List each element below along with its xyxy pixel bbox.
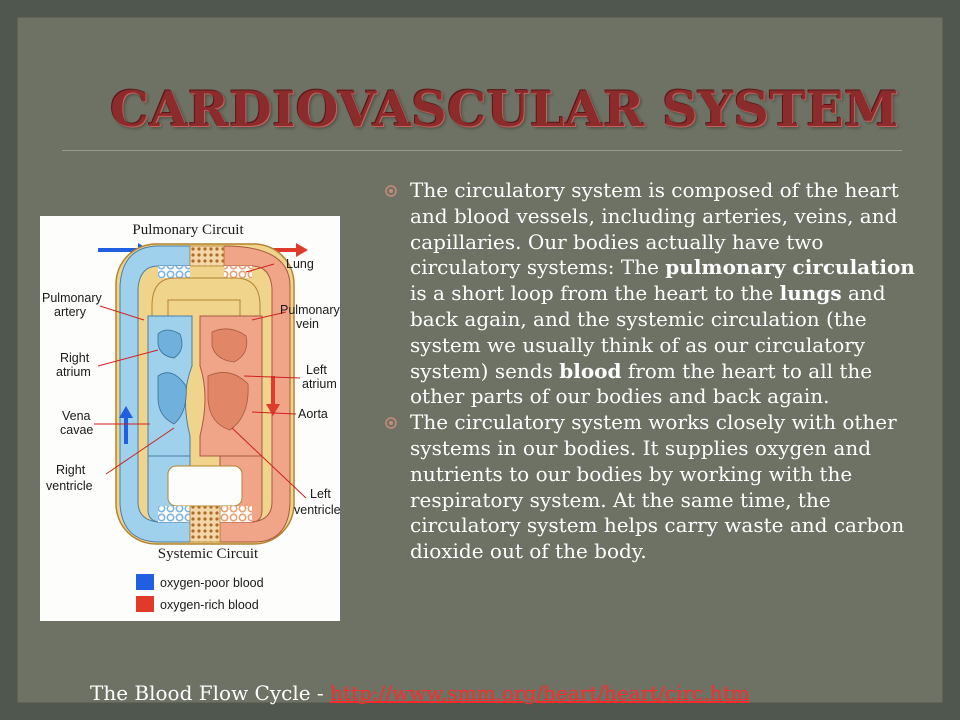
systemic-circuit-label: Systemic Circuit — [158, 546, 259, 562]
bullet-1-bold-pulmonary: pulmonary circulation — [665, 255, 915, 280]
label-left-atrium-1: Left — [306, 363, 327, 377]
circulation-diagram: Pulmonary Circuit — [40, 216, 340, 621]
bullet-list: The circulatory system is composed of th… — [382, 178, 917, 565]
bullet-1-bold-lungs: lungs — [779, 281, 842, 306]
slide-title: CARDIOVASCULAR SYSTEM — [110, 80, 899, 138]
pulmonary-circuit-label: Pulmonary Circuit — [132, 222, 244, 238]
label-pulmonary-artery-1: Pulmonary — [42, 291, 102, 305]
circulation-diagram-svg: Pulmonary Circuit — [42, 222, 340, 612]
heart — [147, 315, 263, 457]
bullet-item-2: The circulatory system works closely wit… — [382, 410, 917, 565]
circle-bullet-icon — [385, 185, 397, 197]
systemic-flow-arrows — [119, 376, 280, 444]
label-lung: Lung — [286, 257, 314, 271]
legend-swatch-oxygen-poor — [136, 574, 154, 590]
label-vena-cavae-2: cavae — [60, 423, 93, 437]
source-link[interactable]: http://www.smm.org/heart/heart/circ.htm — [330, 681, 750, 705]
title-divider — [62, 150, 902, 151]
legend-oxygen-rich: oxygen-rich blood — [160, 598, 259, 612]
bullet-1-text-b: is a short loop from the heart to the — [410, 281, 780, 306]
label-pulmonary-vein-2: vein — [296, 317, 319, 331]
label-right-ventricle-2: ventricle — [46, 479, 93, 493]
source-caption: The Blood Flow Cycle - http://www.smm.or… — [90, 680, 750, 706]
label-vena-cavae-1: Vena — [62, 409, 91, 423]
bullet-2-text: The circulatory system works closely wit… — [410, 410, 905, 564]
legend-swatch-oxygen-rich — [136, 596, 154, 612]
diagram-legend: oxygen-poor blood oxygen-rich blood — [136, 574, 264, 612]
caption-prefix: The Blood Flow Cycle - — [90, 681, 331, 705]
label-right-atrium-2: atrium — [56, 365, 91, 379]
circle-bullet-icon — [385, 417, 397, 429]
bullet-1-bold-blood: blood — [559, 358, 622, 383]
bullet-1-text-a: The circulatory system is composed of th… — [410, 178, 899, 280]
label-pulmonary-artery-2: artery — [54, 305, 87, 319]
label-left-ventricle-2: ventricle — [294, 503, 340, 517]
bullet-1-text-d: from the heart to all the other parts of… — [410, 358, 873, 409]
label-pulmonary-vein-1: Pulmonary — [280, 303, 340, 317]
legend-oxygen-poor: oxygen-poor blood — [160, 576, 264, 590]
label-right-ventricle-1: Right — [56, 463, 86, 477]
bullet-1-text-c: and back again, and the systemic circula… — [410, 281, 886, 383]
label-aorta: Aorta — [298, 407, 328, 421]
label-left-atrium-2: atrium — [302, 377, 337, 391]
label-left-ventricle-1: Left — [310, 487, 331, 501]
label-right-atrium-1: Right — [60, 351, 90, 365]
label-pointers — [94, 263, 307, 499]
bullet-item-1: The circulatory system is composed of th… — [382, 178, 917, 410]
